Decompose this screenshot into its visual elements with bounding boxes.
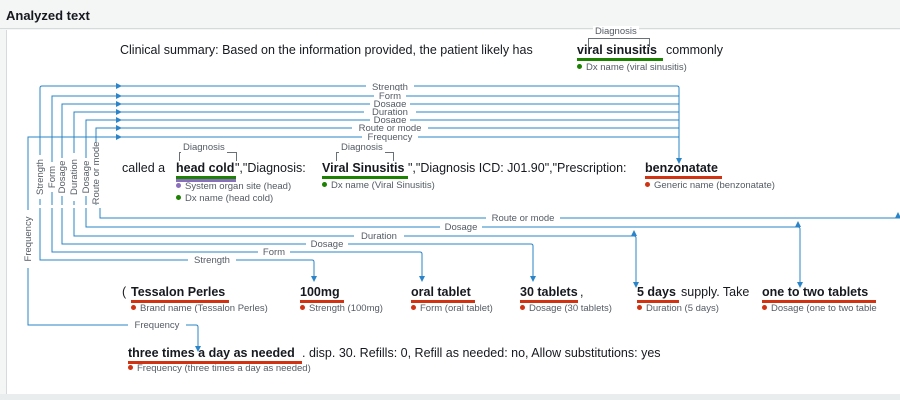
entity-underline-red	[645, 176, 722, 179]
entity-oral-tablet[interactable]: oral tablet	[411, 285, 471, 299]
entity-underline-green	[322, 176, 408, 179]
relation-label: Strength	[372, 82, 408, 93]
relation-label: Form	[379, 91, 401, 102]
entity-underline-red	[131, 300, 229, 303]
entity-tag: System organ site (head)	[176, 181, 291, 192]
relation-label: Dosage	[81, 161, 92, 194]
section-title: Analyzed text	[6, 8, 90, 23]
relation-label: Strength	[35, 159, 46, 195]
entity-tag: Dosage (one to two table	[762, 303, 877, 314]
entity-tag: Duration (5 days)	[637, 303, 719, 314]
relation-label: Duration	[372, 107, 408, 118]
relation-label: Dosage	[374, 99, 407, 110]
entity-one-to-two-tablets[interactable]: one to two tablets	[762, 285, 869, 299]
entity-underline-red	[300, 300, 344, 303]
relation-line-dosage2-bottom	[85, 208, 798, 228]
entity-underline-red	[637, 300, 679, 303]
relation-line-frequency-bottom	[27, 300, 199, 346]
relation-label: Route or mode	[359, 123, 422, 134]
diagnosis-label: Diagnosis	[181, 142, 227, 153]
relation-label: Frequency	[135, 320, 180, 331]
entity-viral-sinusitis-cap[interactable]: Viral Sinusitis	[322, 161, 405, 175]
relation-label: Route or mode	[91, 142, 102, 205]
relation-line-duration-drop	[633, 235, 637, 282]
diagnosis-bracket	[179, 152, 237, 161]
entity-underline-purple	[176, 179, 236, 182]
relation-label: Dosage	[374, 115, 407, 126]
relation-label: Frequency	[23, 216, 34, 261]
diagnosis-bracket	[336, 152, 394, 161]
entity-tag: Generic name (benzonatate)	[645, 180, 775, 191]
relation-label: Dosage	[445, 222, 478, 233]
text-supply-take: supply. Take	[681, 285, 750, 299]
entity-viral-sinusitis[interactable]: viral sinusitis	[577, 43, 657, 57]
relation-line-route-bottom	[99, 208, 900, 219]
entity-tag: Form (oral tablet)	[411, 303, 493, 314]
entity-tag: Dx name (head cold)	[176, 193, 273, 204]
entity-benzonatate[interactable]: benzonatate	[645, 161, 718, 175]
relation-line-duration-bottom	[73, 208, 634, 237]
entity-30-tablets[interactable]: 30 tablets	[520, 285, 578, 299]
entity-100mg[interactable]: 100mg	[300, 285, 340, 299]
entity-underline-red	[520, 300, 578, 303]
relation-line-dosage-bottom	[61, 208, 534, 276]
text-icd-prescription: ","Diagnosis ICD: J01.90","Prescription:	[408, 161, 627, 175]
relation-label: Frequency	[368, 132, 413, 143]
entity-tessalon-perles[interactable]: Tessalon Perles	[131, 285, 226, 299]
text-commonly: commonly	[666, 43, 723, 57]
clinical-summary-text: Clinical summary: Based on the informati…	[120, 43, 533, 57]
entity-three-times-a-day[interactable]: three times a day as needed	[128, 346, 295, 360]
relation-label: Duration	[69, 159, 80, 195]
entity-tag: Brand name (Tessalon Perles)	[131, 303, 268, 314]
relation-label: Dosage	[311, 239, 344, 250]
relation-label: Route or mode	[492, 213, 555, 224]
entity-tag: Frequency (three times a day as needed)	[128, 363, 311, 374]
entity-underline-red	[411, 300, 475, 303]
diagnosis-label: Diagnosis	[339, 142, 385, 153]
text-comma: ,	[580, 285, 584, 299]
entity-tag: Dx name (Viral Sinusitis)	[322, 180, 435, 191]
entity-underline-red	[762, 300, 876, 303]
relation-label: Strength	[194, 255, 230, 266]
entity-underline-red	[128, 361, 302, 364]
entity-5-days[interactable]: 5 days	[637, 285, 676, 299]
entity-underline-green	[176, 176, 236, 179]
relation-line-strength-top	[39, 85, 680, 205]
text-diagnosis-label: ","Diagnosis:	[235, 161, 306, 175]
entity-tag: Dosage (30 tablets)	[520, 303, 612, 314]
relation-line-form-bottom	[51, 208, 423, 276]
text-prescription-tail: . disp. 30. Refills: 0, Refill as needed…	[302, 346, 661, 360]
entity-tag: Strength (100mg)	[300, 303, 383, 314]
diagnosis-bracket	[588, 38, 650, 47]
relation-line-dosage2-drop	[797, 226, 801, 282]
relation-label: Dosage	[57, 161, 68, 194]
relation-label: Duration	[361, 231, 397, 242]
text-called-a: called a	[122, 161, 166, 175]
entity-tag: Dx name (viral sinusitis)	[577, 62, 687, 73]
diagnosis-label: Diagnosis	[593, 26, 639, 37]
relation-label: Form	[263, 247, 285, 258]
entity-head-cold[interactable]: head cold	[176, 161, 235, 175]
divider	[0, 28, 900, 29]
relation-label: Form	[47, 166, 58, 188]
text-open-paren: (	[122, 285, 127, 299]
entity-underline-green	[577, 58, 663, 61]
panel-footer	[0, 394, 900, 400]
relation-line-strength-bottom	[39, 208, 315, 276]
